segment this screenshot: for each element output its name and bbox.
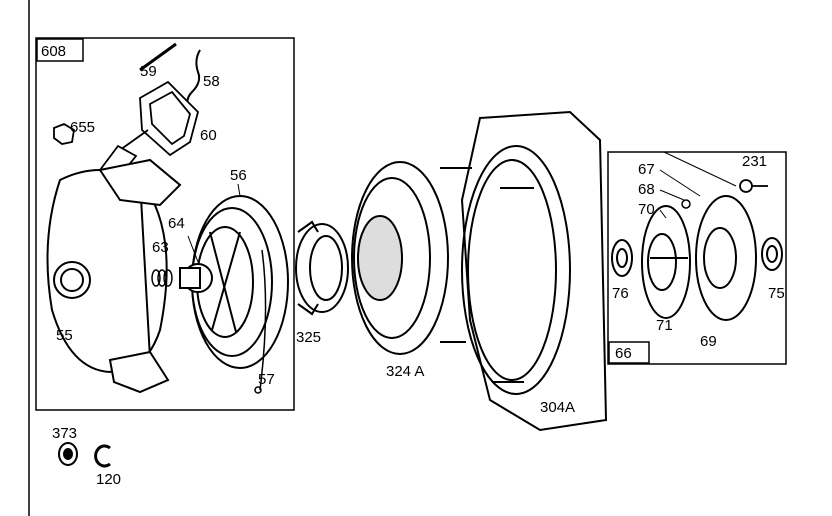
label-60: 60 — [200, 127, 217, 144]
part-71-cup — [641, 205, 691, 319]
part-58-wire — [186, 49, 201, 111]
label-67: 67 — [638, 161, 655, 178]
label-56: 56 — [230, 167, 247, 184]
part-63-spring — [151, 269, 173, 287]
label-373: 373 — [52, 425, 77, 442]
part-75-washer — [761, 237, 783, 271]
label-71: 71 — [656, 317, 673, 334]
label-120: 120 — [96, 471, 121, 488]
label-68: 68 — [638, 181, 655, 198]
label-76: 76 — [612, 285, 629, 302]
label-75: 75 — [768, 285, 785, 302]
part-57-rope-end — [254, 386, 262, 394]
label-58: 58 — [203, 73, 220, 90]
label-325: 325 — [296, 329, 321, 346]
part-56-pulley — [179, 195, 289, 369]
part-373-nut — [58, 442, 78, 466]
part-59-rod — [139, 42, 177, 72]
label-655: 655 — [70, 119, 95, 136]
part-labels: 59 58 655 60 56 64 63 55 325 57 324 A 30… — [52, 63, 785, 488]
part-69-flange — [695, 195, 757, 321]
label-70: 70 — [638, 201, 655, 218]
label-304a: 304A — [540, 399, 575, 416]
part-57-rope — [259, 249, 267, 391]
label-324a: 324 A — [386, 363, 424, 380]
label-69: 69 — [700, 333, 717, 350]
kit-608-box: 608 — [35, 37, 295, 411]
part-68-ball — [681, 199, 691, 209]
part-655-clip — [53, 122, 75, 145]
kit-66-label: 66 — [615, 345, 632, 362]
kit-608-label: 608 — [41, 43, 66, 60]
label-64: 64 — [168, 215, 185, 232]
leader-lines — [187, 151, 737, 263]
kit-66-box: 66 — [607, 151, 787, 365]
label-231: 231 — [742, 153, 767, 170]
label-55: 55 — [56, 327, 73, 344]
label-57: 57 — [258, 371, 275, 388]
part-55-housing — [46, 158, 182, 394]
label-59: 59 — [140, 63, 157, 80]
part-304a-blower-housing — [440, 110, 608, 432]
label-63: 63 — [152, 239, 169, 256]
part-325-ratchet — [295, 220, 349, 316]
part-231-screw — [739, 179, 768, 193]
part-324a-screen — [351, 161, 449, 355]
part-120-ring — [94, 444, 111, 468]
part-76-washer — [611, 239, 633, 277]
